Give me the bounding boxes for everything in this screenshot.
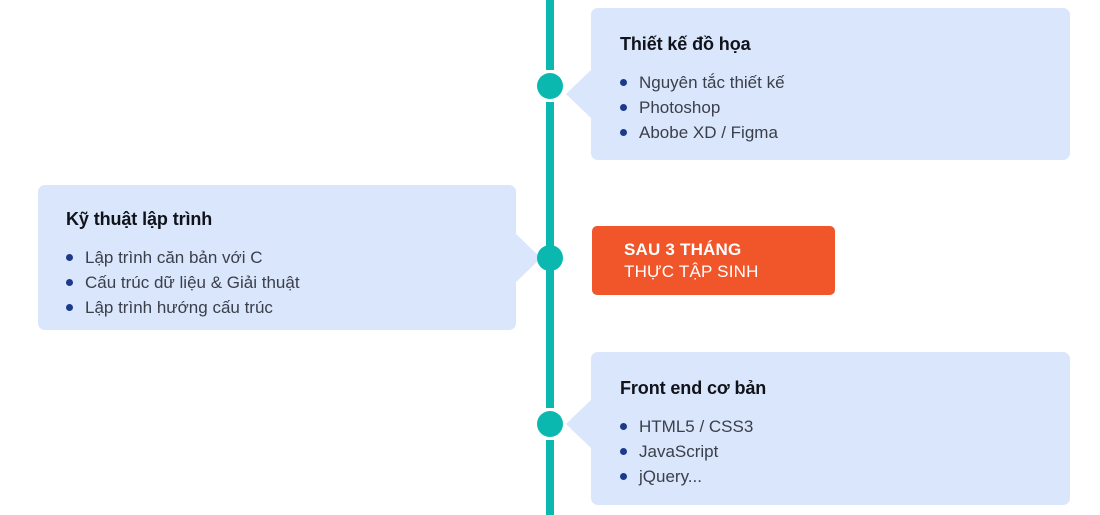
list-item-label: Lập trình căn bản với C [85,247,263,267]
card-programming[interactable]: Kỹ thuật lập trình Lập trình căn bản với… [38,185,541,330]
timeline-node-dot-graphic-design[interactable] [537,73,563,99]
timeline-node-dot-programming[interactable] [537,245,563,271]
list-item-label: jQuery... [639,466,702,486]
card-notch-icon [516,234,541,282]
milestone-badge-primary-label: SAU 3 THÁNG [624,240,742,259]
list-item: Lập trình căn bản với C [66,245,516,270]
bullet-dot-icon [620,78,627,86]
bullet-dot-icon [66,278,73,286]
bullet-dot-icon [620,103,627,111]
list-item: Nguyên tắc thiết kế [620,70,1070,95]
card-title-graphic-design: Thiết kế đồ họa [620,34,751,54]
bullet-list-programming: Lập trình căn bản với C Cấu trúc dữ liệu… [66,245,516,320]
list-item-label: Cấu trúc dữ liệu & Giải thuật [85,272,300,292]
card-notch-icon [566,70,591,118]
list-item-label: JavaScript [639,441,719,461]
list-item: JavaScript [620,439,1070,464]
timeline-node-dot-frontend[interactable] [537,411,563,437]
bullet-dot-icon [620,422,627,430]
bullet-list-graphic-design: Nguyên tắc thiết kế Photoshop Abobe XD /… [620,70,1070,145]
list-item-label: Photoshop [639,97,721,117]
list-item: Cấu trúc dữ liệu & Giải thuật [66,270,516,295]
list-item-label: HTML5 / CSS3 [639,416,754,436]
bullet-list-frontend: HTML5 / CSS3 JavaScript jQuery... [620,414,1070,489]
bullet-dot-icon [620,472,627,480]
list-item-label: Lập trình hướng cấu trúc [85,297,273,317]
card-graphic-design[interactable]: Thiết kế đồ họa Nguyên tắc thiết kế Phot… [566,8,1070,160]
bullet-dot-icon [620,447,627,455]
milestone-badge-secondary-label: THỰC TẬP SINH [624,262,759,281]
card-notch-icon [566,400,591,448]
list-item: Photoshop [620,95,1070,120]
card-frontend[interactable]: Front end cơ bản HTML5 / CSS3 JavaScript… [566,352,1070,505]
bullet-dot-icon [620,128,627,136]
list-item-label: Abobe XD / Figma [639,122,778,142]
list-item: jQuery... [620,464,1070,489]
list-item: Lập trình hướng cấu trúc [66,295,516,320]
list-item: Abobe XD / Figma [620,120,1070,145]
card-title-frontend: Front end cơ bản [620,378,767,398]
list-item: HTML5 / CSS3 [620,414,1070,439]
bullet-dot-icon [66,303,73,311]
card-title-programming: Kỹ thuật lập trình [66,209,213,229]
list-item-label: Nguyên tắc thiết kế [639,72,785,92]
milestone-badge[interactable]: SAU 3 THÁNG THỰC TẬP SINH [592,226,835,295]
bullet-dot-icon [66,253,73,261]
